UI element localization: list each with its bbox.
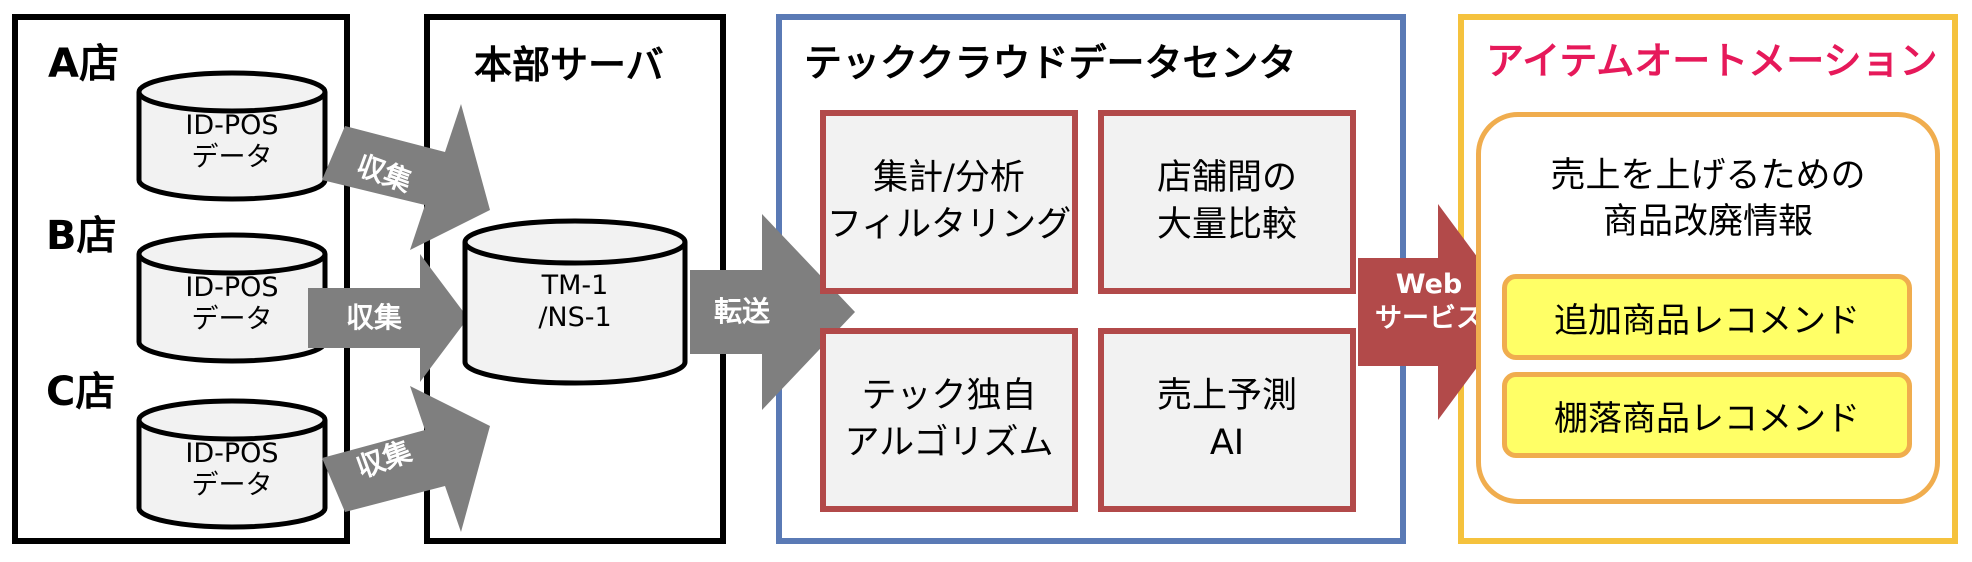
- headquarters-db-line1: TM-1: [541, 270, 609, 301]
- web-service-label-line1: Web: [1395, 269, 1463, 300]
- store-b-db-line1: ID-POS: [185, 272, 279, 303]
- headquarters-title: 本部サーバ: [474, 43, 664, 87]
- function-aggregate-line1: 集計/分析: [873, 157, 1025, 198]
- cloud-title: テッククラウドデータセンタ: [804, 41, 1297, 85]
- store-b-database-icon: ID-POS データ: [136, 232, 328, 364]
- collect-label-b: 収集: [346, 301, 403, 334]
- delist-product-recommend: 棚落商品レコメンド: [1502, 372, 1912, 458]
- headquarters-db-line2: /NS-1: [538, 302, 612, 334]
- collect-arrow-c: [322, 386, 490, 532]
- function-forecast-line1: 売上予測: [1156, 375, 1297, 416]
- store-a-label: A店: [48, 41, 119, 87]
- function-compare-line1: 店舗間の: [1156, 157, 1297, 198]
- store-c-db-line1: ID-POS: [185, 438, 279, 469]
- store-c-database-icon: ID-POS データ: [136, 398, 328, 530]
- web-service-label: Web サービス: [1354, 268, 1504, 336]
- function-compare-line2: 大量比較: [1156, 205, 1297, 245]
- store-a-db-line1: ID-POS: [185, 110, 279, 141]
- function-box-algorithm: テック独自 アルゴリズム: [820, 328, 1078, 512]
- recommendation-heading-line1: 売上を上げるための: [1550, 156, 1866, 196]
- function-forecast-line2: AI: [1209, 423, 1245, 463]
- store-c-db-line2: データ: [191, 470, 273, 502]
- function-box-forecast: 売上予測 AI: [1098, 328, 1356, 512]
- store-b-db-line2: データ: [191, 304, 273, 336]
- store-a-database-icon: ID-POS データ: [136, 70, 328, 202]
- headquarters-database-icon: TM-1 /NS-1: [462, 218, 688, 386]
- function-aggregate-line2: フィルタリング: [826, 205, 1072, 245]
- store-b-label: B店: [46, 213, 117, 259]
- store-c-label: C店: [46, 369, 116, 415]
- add-product-recommend: 追加商品レコメンド: [1502, 274, 1912, 360]
- recommendation-heading-line2: 商品改廃情報: [1602, 201, 1813, 242]
- function-algorithm-line2: アルゴリズム: [844, 423, 1054, 463]
- function-algorithm-line1: テック独自: [861, 375, 1037, 416]
- function-box-compare: 店舗間の 大量比較: [1098, 110, 1356, 294]
- function-box-aggregate: 集計/分析 フィルタリング: [820, 110, 1078, 294]
- automation-title: アイテムオートメーション: [1486, 39, 1938, 83]
- store-a-db-line2: データ: [191, 142, 273, 174]
- recommendation-heading: 売上を上げるための 商品改廃情報: [1476, 154, 1940, 245]
- collect-arrow-a: [322, 104, 490, 250]
- web-service-label-line2: サービス: [1375, 302, 1483, 334]
- collect-arrow-b: [308, 254, 468, 382]
- transfer-arrow: [690, 214, 855, 410]
- transfer-label: 転送: [714, 295, 771, 328]
